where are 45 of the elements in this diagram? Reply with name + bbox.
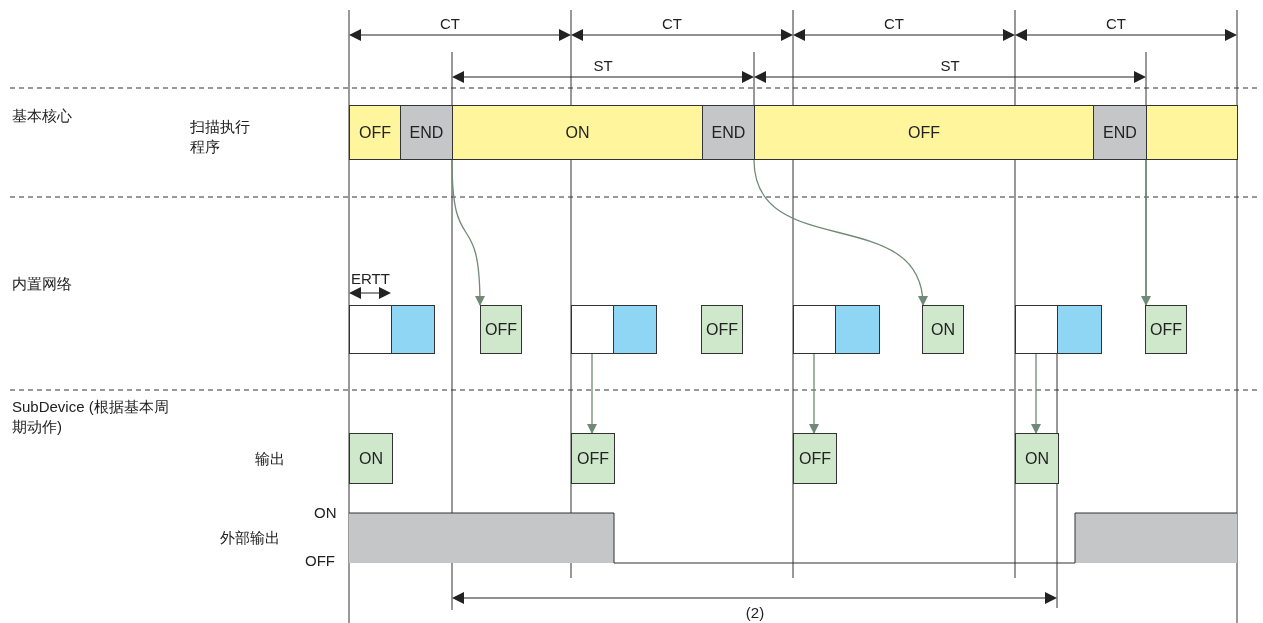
dimension-label: CT [661, 14, 683, 34]
arrow [1141, 159, 1151, 306]
row-label: 输出 [255, 449, 285, 469]
row-label: SubDevice (根据基本周期动作) [12, 397, 170, 436]
time-slot [1015, 305, 1058, 354]
status-box: OFF [793, 433, 837, 484]
scan-segment [1146, 105, 1238, 160]
arrow [753, 159, 927, 306]
time-slot [835, 305, 880, 354]
time-slot [571, 305, 614, 354]
row-label: 基本核心 [12, 106, 72, 126]
arrow [809, 353, 819, 434]
end-segment: END [1093, 105, 1147, 160]
row-label: 外部输出 [220, 528, 280, 548]
scan-segment: OFF [349, 105, 401, 160]
status-box: OFF [701, 305, 743, 354]
status-box: OFF [571, 433, 615, 484]
dimension-label: CT [439, 14, 461, 34]
row-label: 扫描执行程序 [190, 117, 251, 156]
time-slot [613, 305, 657, 354]
time-slot [391, 305, 435, 354]
end-segment: END [702, 105, 755, 160]
status-box: OFF [1145, 305, 1187, 354]
dimension-label: CT [883, 14, 905, 34]
status-box: ON [349, 433, 393, 484]
dimension-label: ERTT [351, 269, 390, 289]
dimension-label: CT [1105, 14, 1127, 34]
time-slot [1057, 305, 1102, 354]
status-box: ON [922, 305, 964, 354]
arrow [451, 159, 485, 306]
arrow [587, 353, 597, 434]
dimension-label: ST [939, 56, 961, 76]
scan-segment: OFF [754, 105, 1094, 160]
time-slot [793, 305, 836, 354]
dimension-label: (2) [744, 603, 766, 623]
end-segment: END [400, 105, 453, 160]
status-box: OFF [480, 305, 522, 354]
dimension-label: ST [592, 56, 614, 76]
level-label: OFF [305, 551, 335, 571]
status-box: ON [1015, 433, 1059, 484]
arrow [1031, 353, 1041, 434]
level-label: ON [314, 503, 337, 523]
row-label: 内置网络 [12, 274, 72, 294]
time-slot [349, 305, 392, 354]
scan-segment: ON [452, 105, 703, 160]
